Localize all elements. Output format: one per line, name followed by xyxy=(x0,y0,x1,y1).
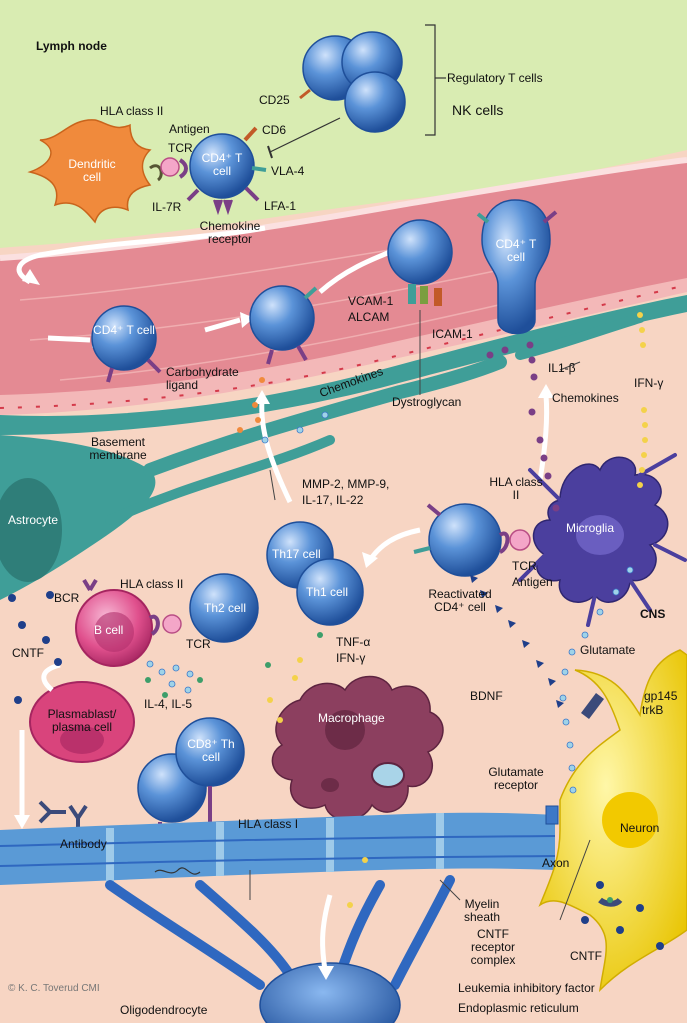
regulatory-t-cells-label: Regulatory T cells xyxy=(447,72,543,85)
bcr-label: BCR xyxy=(54,592,79,605)
il7r-label: IL-7R xyxy=(152,201,181,214)
astrocyte-label: Astrocyte xyxy=(8,514,58,527)
hla-class-ii-b-label: HLA class II xyxy=(120,578,183,591)
glutamate-receptor xyxy=(546,806,558,824)
th2-cell-label: Th2 cell xyxy=(204,602,246,615)
cntf-right-label: CNTF xyxy=(570,950,602,963)
vla4-receptor xyxy=(252,168,266,170)
ifn-gamma-mid-label: IFN-γ xyxy=(336,652,365,665)
neuron-label: Neuron xyxy=(620,822,659,835)
antigen-top xyxy=(161,158,179,176)
cd4-t-cell-label-transmigrating: CD4⁺ T cell xyxy=(488,238,544,264)
leukemia-inhibitory-factor-label: Leukemia inhibitory factor xyxy=(458,982,595,995)
trkb-label: trkB xyxy=(642,704,663,717)
lymph-node-label: Lymph node xyxy=(36,40,107,53)
cd4-t-cell-label-top: CD4⁺ T cell xyxy=(194,152,250,178)
b-cell-label: B cell xyxy=(94,624,123,637)
tcr-top-label: TCR xyxy=(168,142,193,155)
nk-cells-label: NK cells xyxy=(452,104,503,117)
cd8-th-cell-label: CD8⁺ Th cell xyxy=(184,738,238,764)
chemokines-cns-label: Chemokines xyxy=(552,392,619,405)
oligodendrocyte-label: Oligodendrocyte xyxy=(120,1004,207,1017)
hla-class-i-label: HLA class I xyxy=(238,818,298,831)
neuron-nucleus xyxy=(602,792,658,848)
antigen-micro-label: Antigen xyxy=(512,576,553,589)
cntf-left-label: CNTF xyxy=(12,647,44,660)
vla4-label: VLA-4 xyxy=(271,165,304,178)
lfa1-label: LFA-1 xyxy=(264,200,296,213)
dystroglycan-label: Dystroglycan xyxy=(392,396,461,409)
il1b-label: IL1-β xyxy=(548,362,576,375)
cns-label: CNS xyxy=(640,608,665,621)
il4-il5-label: IL-4, IL-5 xyxy=(144,698,192,711)
microglia-label: Microglia xyxy=(566,522,614,535)
cd4-t-cell-adhering xyxy=(250,286,314,350)
antigen-micro xyxy=(510,530,530,550)
th1-cell-label: Th1 cell xyxy=(306,586,348,599)
glutamate-receptor-label: Glutamate receptor xyxy=(476,766,556,792)
cd25-label: CD25 xyxy=(259,94,290,107)
chemokine-receptor-label: Chemokine receptor xyxy=(192,220,268,246)
cd4-t-cell-arrested xyxy=(388,220,452,284)
mmp-label: MMP-2, MMP-9, xyxy=(302,478,389,491)
reactivated-cd4-label: Reactivated CD4⁺ cell xyxy=(422,588,498,614)
plasmablast-label: Plasmablast/ plasma cell xyxy=(34,708,130,734)
macrophage-label: Macrophage xyxy=(318,712,385,725)
vcam1-label: VCAM-1 xyxy=(348,295,393,308)
myelin-sheath-label: Myelin sheath xyxy=(452,898,512,924)
il17-label: IL-17, IL-22 xyxy=(302,494,363,507)
alcam-label: ALCAM xyxy=(348,311,389,324)
carbohydrate-ligand-label: Carbohydrate ligand xyxy=(166,366,246,392)
icam1-label: ICAM-1 xyxy=(432,328,473,341)
axon-label: Axon xyxy=(542,857,569,870)
gp145-label: gp145 xyxy=(644,690,677,703)
tnf-alpha-label: TNF-α xyxy=(336,636,370,649)
hla-class-ii-micro-label: HLA class II xyxy=(486,476,546,502)
vcam1-molecule xyxy=(408,284,416,304)
endoplasmic-reticulum-label: Endoplasmic reticulum xyxy=(458,1002,579,1015)
credit-label: © K. C. Toverud CMI xyxy=(8,982,100,995)
antigen-top-label: Antigen xyxy=(169,123,210,136)
cd6-label: CD6 xyxy=(262,124,286,137)
cd4-t-cell-label-vessel: CD4⁺ T cell xyxy=(92,324,156,337)
alcam-molecule xyxy=(420,286,428,304)
cntf-receptor-complex-label: CNTF receptor complex xyxy=(458,928,528,967)
antibody-label: Antibody xyxy=(60,838,107,851)
cd4-t-cell-rolling xyxy=(92,306,156,370)
tcr-micro-label: TCR xyxy=(512,560,537,573)
icam1-molecule xyxy=(434,288,442,306)
bdnf-label: BDNF xyxy=(470,690,503,703)
glutamate-label: Glutamate xyxy=(580,644,635,657)
tcr-b-label: TCR xyxy=(186,638,211,651)
ifn-gamma-right-label: IFN-γ xyxy=(634,377,663,390)
dendritic-cell-label: Dendritic cell xyxy=(62,158,122,184)
basement-membrane-label: Basement membrane xyxy=(74,436,162,462)
th17-cell-label: Th17 cell xyxy=(272,548,321,561)
rolling-arrow-1 xyxy=(48,338,90,340)
hla-class-ii-top-label: HLA class II xyxy=(100,105,163,118)
